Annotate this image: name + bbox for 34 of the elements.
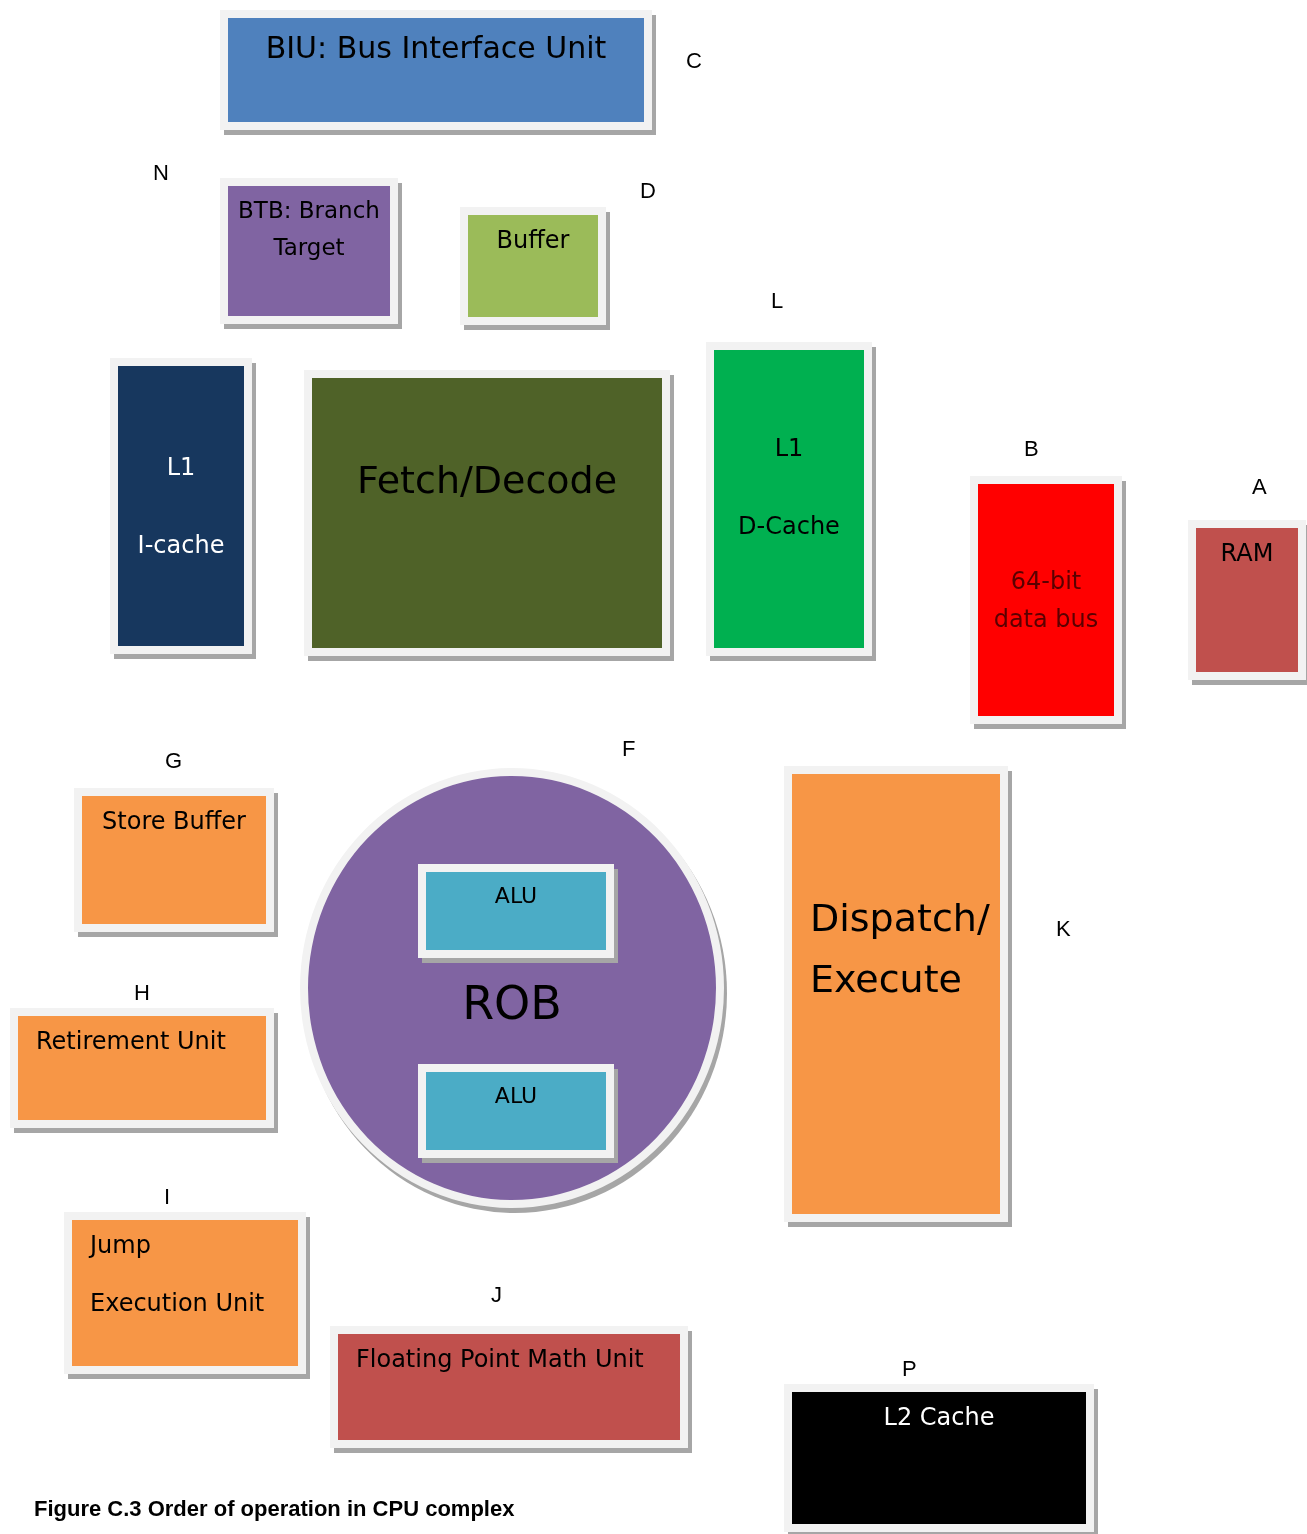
callout-letter: G: [165, 748, 183, 774]
box-label: Fetch/Decode: [356, 457, 618, 504]
callout-letter: F: [622, 736, 636, 762]
box-label: Store Buffer: [102, 806, 246, 837]
box-label: Dispatch/ Execute: [810, 895, 990, 1003]
box-label: I-cache: [137, 530, 225, 561]
box-label: Floating Point Math Unit: [356, 1344, 644, 1375]
callout-letter: N: [153, 160, 169, 186]
box-label: BIU: Bus Interface Unit: [265, 29, 607, 67]
box-label: Buffer: [496, 225, 570, 256]
box-label: Retirement Unit: [36, 1026, 226, 1057]
figure-caption: Figure C.3 Order of operation in CPU complex: [34, 1496, 515, 1522]
box-label: ALU: [494, 882, 538, 910]
box-label: ROB: [462, 976, 562, 1032]
box-label: L1: [166, 451, 196, 483]
box-label: Execution Unit: [90, 1288, 265, 1320]
box-label: Jump: [90, 1230, 151, 1261]
box-label: ALU: [494, 1082, 538, 1110]
callout-letter: J: [491, 1282, 502, 1308]
callout-letter: A: [1252, 474, 1267, 500]
box-label: BTB: Branch Target: [237, 196, 381, 262]
callout-letter: I: [164, 1184, 171, 1210]
callout-letter: C: [686, 48, 702, 74]
box-label: 64-bit data bus: [992, 565, 1100, 635]
box-label: L1: [774, 433, 804, 464]
box-label: L2 Cache: [883, 1402, 995, 1433]
callout-letter: P: [902, 1356, 917, 1382]
box-label: D-Cache: [738, 511, 840, 543]
callout-letter: L: [771, 288, 784, 314]
callout-letter: K: [1056, 916, 1071, 942]
callout-letter: D: [640, 178, 656, 204]
callout-letter: B: [1024, 436, 1039, 462]
box-label: RAM: [1220, 538, 1274, 569]
callout-letter: H: [134, 980, 150, 1006]
